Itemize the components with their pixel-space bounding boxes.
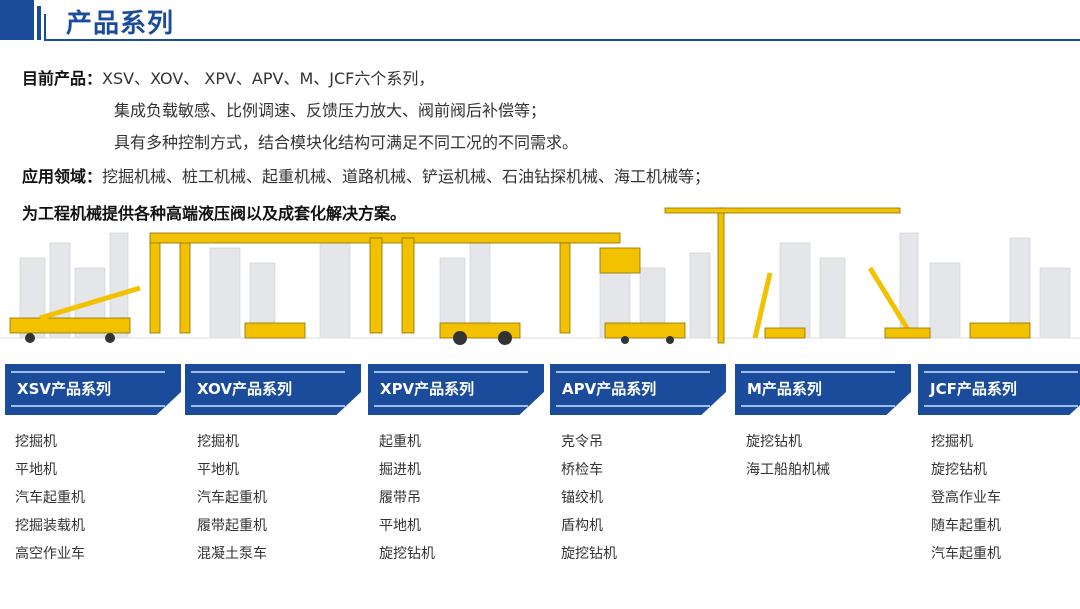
header-line: [11, 371, 165, 373]
series-title: M产品系列: [747, 380, 822, 398]
series-header: M产品系列: [735, 364, 911, 415]
title-bar-block: [0, 0, 34, 40]
series-title: XPV产品系列: [380, 380, 475, 398]
products-line: 目前产品：XSV、XOV、 XPV、APV、M、JCF六个系列，: [22, 65, 434, 89]
list-item: 桥检车: [561, 462, 603, 478]
list-item: 混凝土泵车: [197, 546, 267, 562]
series-title: XSV产品系列: [17, 380, 111, 398]
tagline: 为工程机械提供各种高端液压阀以及成套化解决方案。: [22, 204, 407, 223]
page-title: 产品系列: [66, 9, 175, 39]
control-line: 具有多种控制方式，结合模块化结构可满足不同工况的不同需求。: [114, 133, 579, 152]
list-item: 挖掘机: [197, 434, 239, 450]
construction-machinery-illustration: [0, 207, 1080, 345]
series-header: JCF产品系列: [918, 364, 1080, 415]
products-label: 目前产品：: [22, 69, 103, 88]
header-line: [924, 405, 1078, 407]
applications-text: 挖掘机械、桩工机械、起重机械、道路机械、铲运机械、石油钻探机械、海工机械等；: [102, 167, 711, 186]
list-item: 起重机: [379, 434, 421, 450]
list-item: 挖掘机: [15, 434, 57, 450]
list-item: 履带吊: [379, 490, 421, 506]
series-application-list: 挖掘机旋挖钻机登高作业车随车起重机汽车起重机: [931, 432, 1001, 572]
header-line: [556, 371, 710, 373]
series-title: XOV产品系列: [197, 380, 292, 398]
header-line: [374, 405, 528, 407]
title-bar-stripe: [44, 14, 46, 40]
series-header: XPV产品系列: [368, 364, 544, 415]
series-application-list: 起重机掘进机履带吊平地机旋挖钻机: [379, 432, 435, 572]
series-application-list: 克令吊桥检车锚绞机盾构机旋挖钻机: [561, 432, 617, 572]
series-title: APV产品系列: [562, 380, 657, 398]
list-item: 掘进机: [379, 462, 421, 478]
list-item: 高空作业车: [15, 546, 85, 562]
list-item: 登高作业车: [931, 490, 1001, 506]
list-item: 海工船舶机械: [746, 462, 830, 478]
header-line: [924, 371, 1078, 373]
list-item: 汽车起重机: [197, 490, 267, 506]
list-item: 平地机: [197, 462, 239, 478]
list-item: 旋挖钻机: [931, 462, 987, 478]
list-item: 平地机: [15, 462, 57, 478]
series-header: APV产品系列: [550, 364, 726, 415]
list-item: 旋挖钻机: [561, 546, 617, 562]
applications-line: 应用领域：挖掘机械、桩工机械、起重机械、道路机械、铲运机械、石油钻探机械、海工机…: [22, 163, 710, 187]
list-item: 履带起重机: [197, 518, 267, 534]
list-item: 锚绞机: [561, 490, 603, 506]
title-underline: [44, 39, 1080, 41]
title-bar-stripe: [37, 6, 41, 40]
list-item: 汽车起重机: [931, 546, 1001, 562]
list-item: 盾构机: [561, 518, 603, 534]
series-application-list: 旋挖钻机海工船舶机械: [746, 432, 830, 488]
series-title: JCF产品系列: [930, 380, 1017, 398]
series-application-list: 挖掘机平地机汽车起重机履带起重机混凝土泵车: [197, 432, 267, 572]
list-item: 克令吊: [561, 434, 603, 450]
header-line: [556, 405, 710, 407]
series-header: XOV产品系列: [185, 364, 361, 415]
header-line: [191, 371, 345, 373]
list-item: 平地机: [379, 518, 421, 534]
list-item: 旋挖钻机: [379, 546, 435, 562]
series-header: XSV产品系列: [5, 364, 181, 415]
applications-label: 应用领域：: [22, 167, 103, 186]
list-item: 挖掘机: [931, 434, 973, 450]
list-item: 汽车起重机: [15, 490, 85, 506]
features-line: 集成负载敏感、比例调速、反馈压力放大、阀前阀后补偿等；: [114, 101, 547, 120]
header-line: [11, 405, 165, 407]
list-item: 挖掘装载机: [15, 518, 85, 534]
products-text: XSV、XOV、 XPV、APV、M、JCF六个系列，: [102, 69, 435, 88]
list-item: 随车起重机: [931, 518, 1001, 534]
header-line: [741, 371, 895, 373]
list-item: 旋挖钻机: [746, 434, 802, 450]
header-line: [191, 405, 345, 407]
header-line: [741, 405, 895, 407]
series-application-list: 挖掘机平地机汽车起重机挖掘装载机高空作业车: [15, 432, 85, 572]
header-line: [374, 371, 528, 373]
